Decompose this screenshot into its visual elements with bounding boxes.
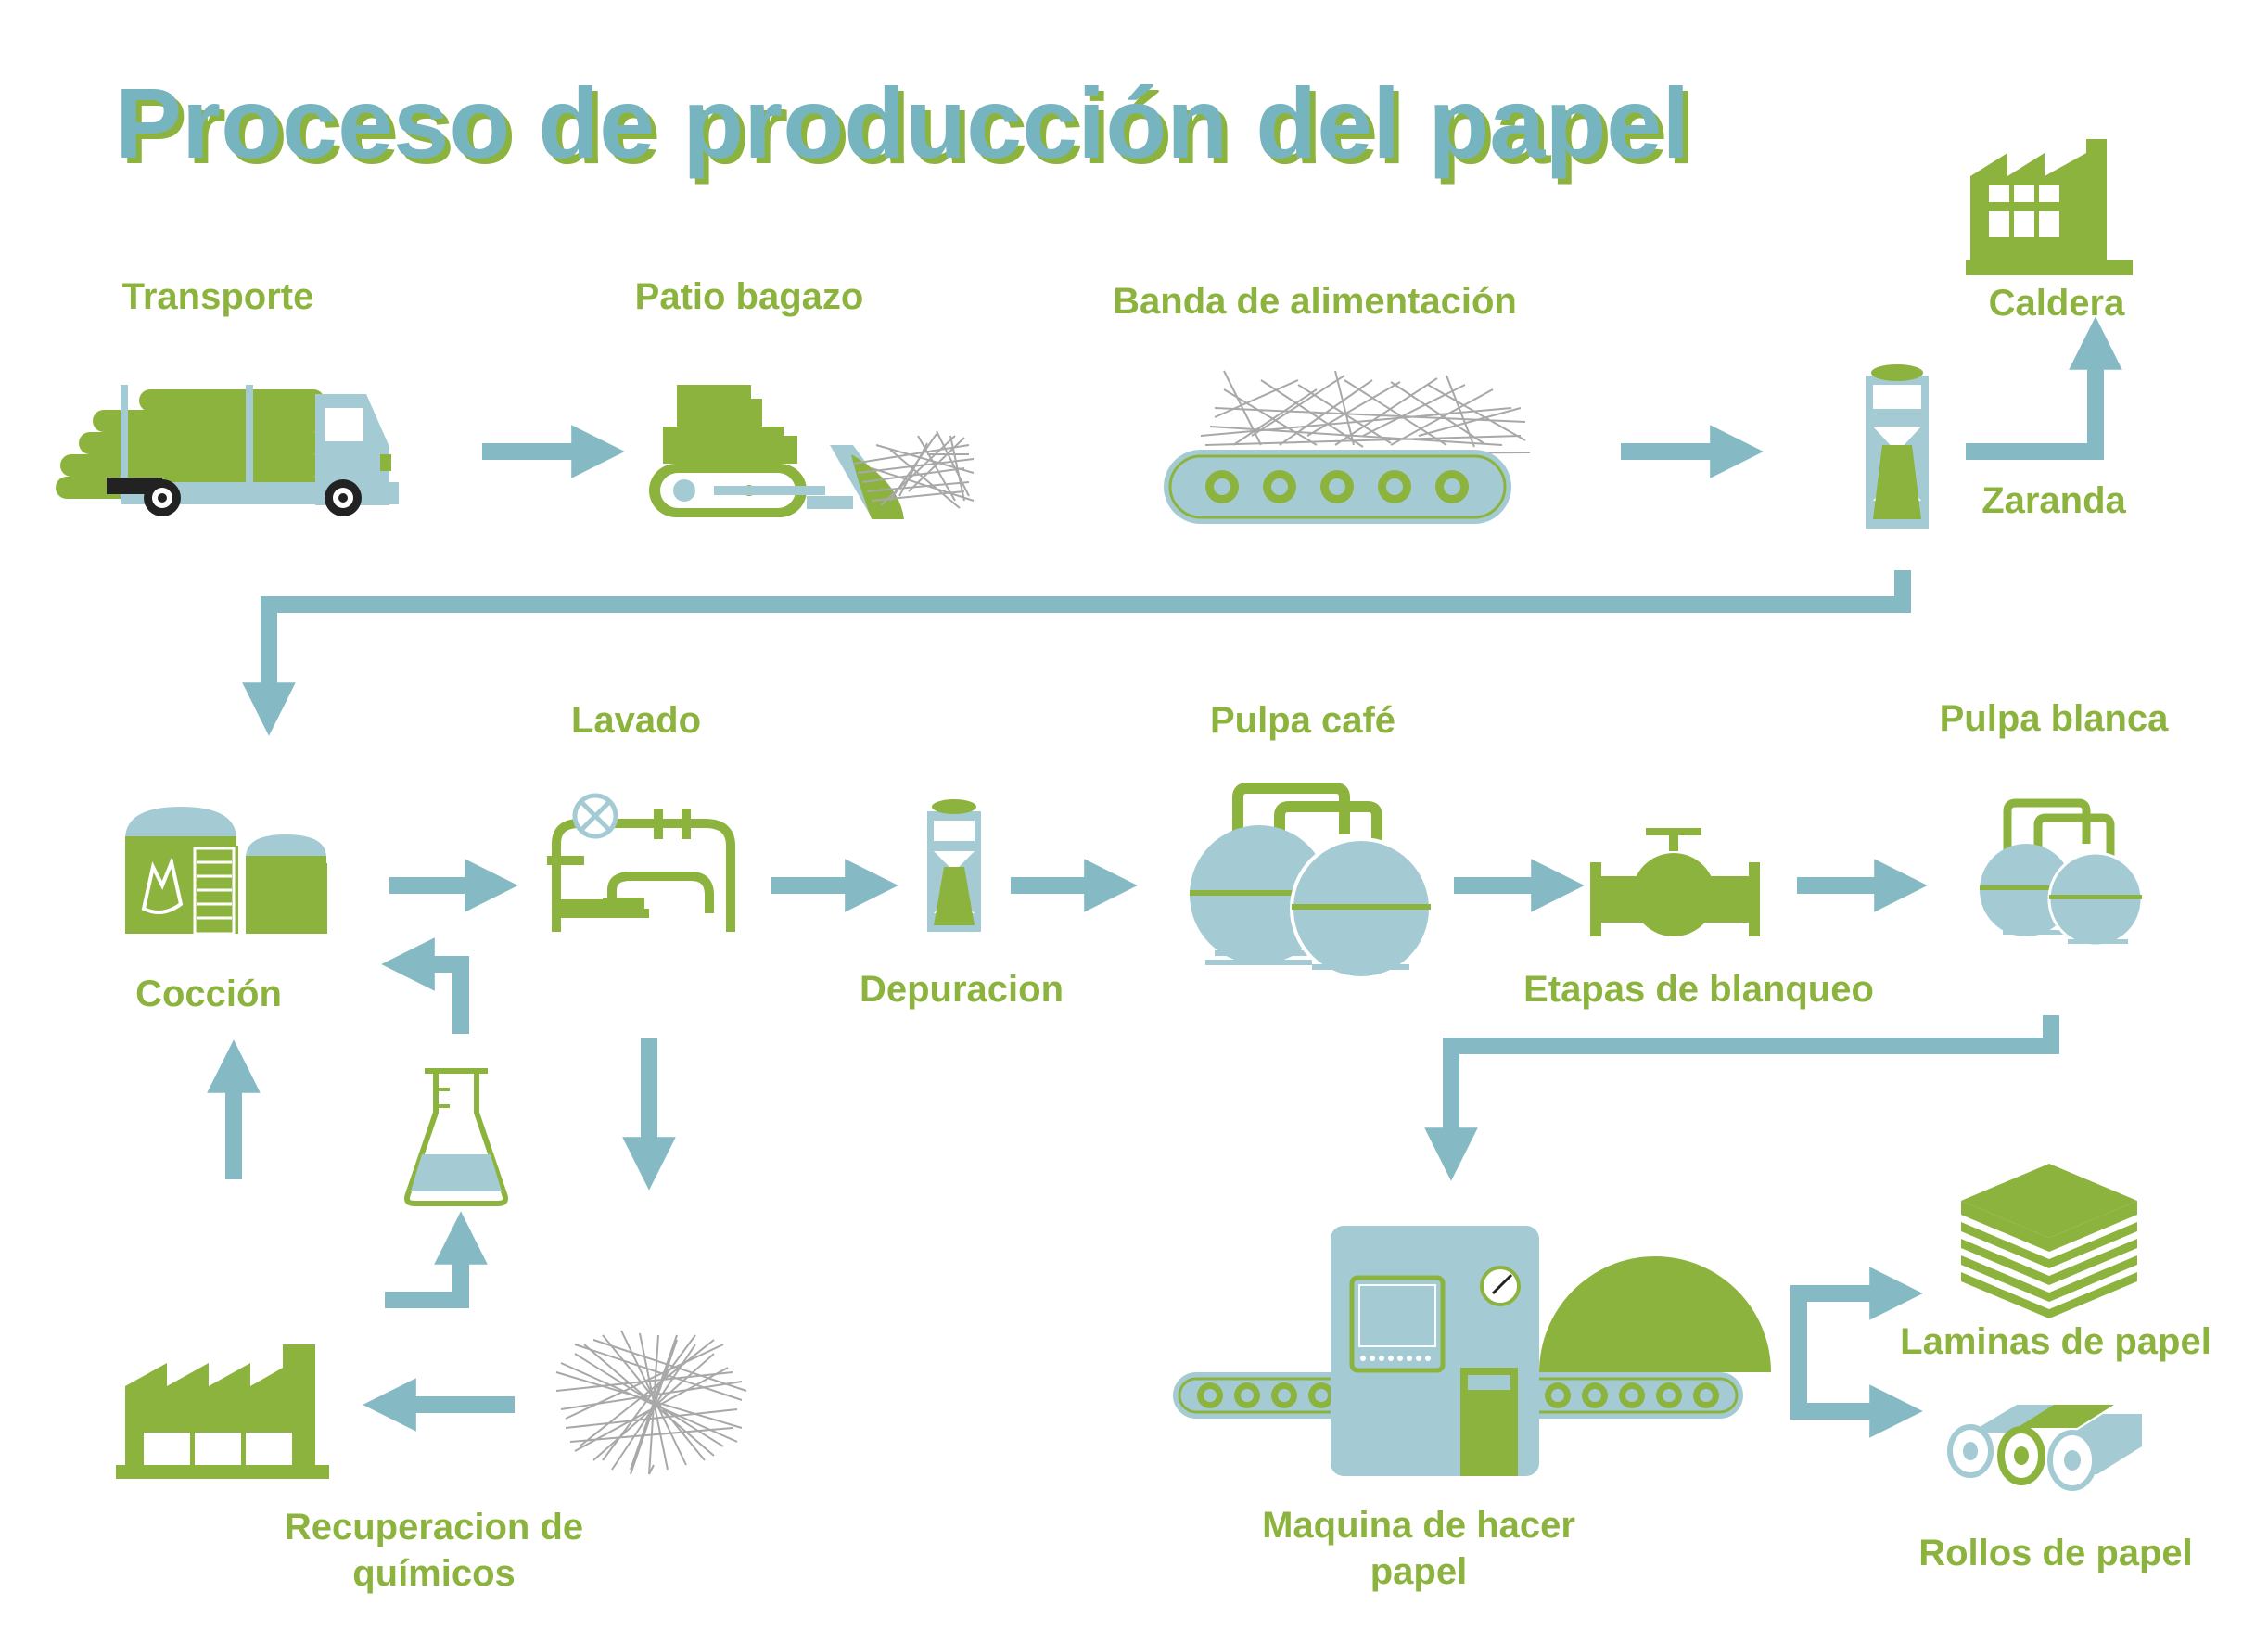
arrow-recuperacion-flask xyxy=(385,1211,488,1308)
flask-icon xyxy=(403,1068,509,1206)
washer-pipe-icon xyxy=(547,809,735,932)
paper-stack-icon xyxy=(1961,1164,2137,1318)
sieve-icon xyxy=(1866,364,1929,529)
valve-wheel-icon xyxy=(572,793,618,839)
label-transporte: Transporte xyxy=(122,276,314,317)
truck-icon xyxy=(56,385,399,516)
label-maquina-1: Maquina de hacer xyxy=(1262,1505,1575,1546)
label-banda: Banda de alimentación xyxy=(1113,281,1517,322)
tanks-icon xyxy=(1980,798,2144,948)
conveyor-icon xyxy=(1164,370,1531,524)
recovery-factory-windows xyxy=(144,1433,292,1465)
label-zaranda: Zaranda xyxy=(1981,480,2126,521)
bulldozer-icon xyxy=(649,385,975,519)
arrow-blanca-maquina xyxy=(1424,1015,2059,1181)
label-recuperacion-2: químicos xyxy=(352,1553,516,1594)
paper-machine-icon xyxy=(1173,1226,1771,1476)
label-patio-bagazo: Patio bagazo xyxy=(635,276,864,317)
label-pulpa-cafe: Pulpa café xyxy=(1210,700,1395,741)
label-pulpa-blanca: Pulpa blanca xyxy=(1940,698,2169,739)
label-maquina-2: papel xyxy=(1370,1551,1467,1592)
paper-rolls-icon xyxy=(1947,1405,2142,1491)
factory-icon xyxy=(1966,139,2133,275)
label-rollos: Rollos de papel xyxy=(1918,1533,2193,1573)
page-title: Proceso de producción del papel xyxy=(115,67,1689,179)
label-recuperacion-1: Recuperacion de xyxy=(285,1507,583,1547)
valve-icon xyxy=(1590,828,1760,936)
label-depuracion: Depuracion xyxy=(860,969,1064,1010)
flow-arrows xyxy=(207,316,2122,1438)
label-etapas-blanqueo: Etapas de blanqueo xyxy=(1523,969,1874,1010)
tanks-icon xyxy=(1190,783,1433,980)
label-caldera: Caldera xyxy=(1989,283,2125,324)
label-laminas: Laminas de papel xyxy=(1900,1321,2211,1362)
digester-icon xyxy=(125,807,327,936)
arrow-zaranda-caldera xyxy=(1966,316,2122,460)
arrow-zaranda-coccion xyxy=(242,570,1911,736)
fiber-pile-icon xyxy=(555,1330,747,1475)
label-lavado: Lavado xyxy=(571,700,701,741)
page-title-shadow: Proceso de producción del papel xyxy=(121,72,1695,185)
label-coccion: Cocción xyxy=(135,974,282,1014)
arrow-maquina-laminas xyxy=(1790,1267,1923,1321)
arrow-maquina-rollos xyxy=(1790,1321,1923,1438)
purifier-icon xyxy=(927,799,981,932)
arrow-flask-coccion xyxy=(381,937,469,1034)
